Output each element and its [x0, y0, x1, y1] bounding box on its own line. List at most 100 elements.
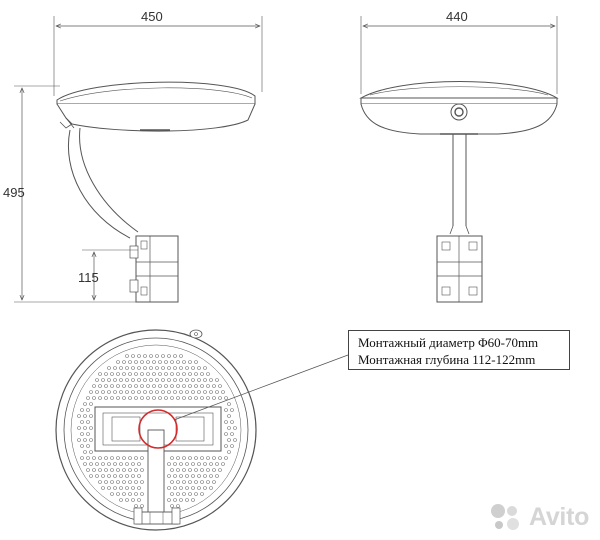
vent-dot: [167, 474, 171, 478]
vent-dot: [140, 384, 144, 388]
vent-dot: [140, 468, 144, 472]
vent-dot: [86, 468, 90, 472]
vent-dot: [140, 456, 144, 460]
vent-dot: [86, 432, 90, 436]
vent-dot: [107, 474, 111, 478]
vent-dot: [104, 372, 108, 376]
mount-highlight-circle: [138, 409, 178, 449]
vent-dot: [200, 492, 204, 496]
vent-dot: [122, 492, 126, 496]
vent-dot: [110, 456, 114, 460]
vent-dot: [134, 384, 138, 388]
vent-dot: [86, 456, 90, 460]
vent-dot: [161, 354, 165, 358]
vent-dot: [176, 504, 180, 508]
vent-dot: [131, 378, 135, 382]
vent-dot: [140, 396, 144, 400]
vent-dot: [158, 396, 162, 400]
vent-dot: [197, 486, 201, 490]
vent-dot: [143, 354, 147, 358]
vent-dot: [128, 480, 132, 484]
vent-dot: [212, 480, 216, 484]
vent-dot: [179, 390, 183, 394]
vent-dot: [98, 468, 102, 472]
vent-dot: [188, 360, 192, 364]
vent-dot: [188, 492, 192, 496]
vent-dot: [206, 372, 210, 376]
vent-dot: [95, 390, 99, 394]
vent-dot: [194, 360, 198, 364]
vent-dot: [137, 378, 141, 382]
vent-dot: [194, 468, 198, 472]
vent-dot-pattern: [77, 354, 237, 508]
vent-dot: [185, 366, 189, 370]
vent-dot: [80, 432, 84, 436]
vent-dot: [170, 456, 174, 460]
vent-dot: [128, 456, 132, 460]
vent-dot: [206, 396, 210, 400]
vent-dot: [125, 474, 129, 478]
vent-dot: [131, 366, 135, 370]
vent-dot: [83, 426, 87, 430]
vent-dot: [185, 378, 189, 382]
vent-dot: [83, 438, 87, 442]
vent-dot: [227, 414, 231, 418]
vent-dot: [134, 504, 138, 508]
vent-dot: [92, 384, 96, 388]
vent-dot: [182, 480, 186, 484]
vent-dot: [131, 462, 135, 466]
vent-dot: [152, 384, 156, 388]
vent-dot: [149, 378, 153, 382]
vent-dot: [170, 384, 174, 388]
vent-dot: [164, 360, 168, 364]
vent-dot: [137, 474, 141, 478]
vent-dot: [104, 456, 108, 460]
vent-dot: [137, 486, 141, 490]
vent-dot: [194, 396, 198, 400]
callout-leader-line: [173, 354, 349, 421]
vent-dot: [86, 396, 90, 400]
mounting-spec-callout: Монтажный диаметр Φ60-70mm Монтажная глу…: [348, 330, 570, 370]
vent-dot: [131, 390, 135, 394]
vent-dot: [170, 396, 174, 400]
vent-dot: [215, 378, 219, 382]
vent-dot: [206, 456, 210, 460]
vent-dot: [137, 354, 141, 358]
vent-dot: [194, 384, 198, 388]
vent-dot: [146, 396, 150, 400]
vent-dot: [173, 474, 177, 478]
vent-dot: [167, 378, 171, 382]
vent-dot: [155, 366, 159, 370]
vent-dot: [233, 426, 237, 430]
vent-dot: [197, 390, 201, 394]
vent-dot: [176, 480, 180, 484]
side-view: [14, 16, 263, 303]
vent-dot: [146, 384, 150, 388]
vent-dot: [125, 390, 129, 394]
vent-dot: [176, 468, 180, 472]
vent-dot: [146, 372, 150, 376]
vent-dot: [152, 372, 156, 376]
vent-dot: [197, 462, 201, 466]
vent-dot: [128, 384, 132, 388]
vent-dot: [170, 492, 174, 496]
vent-dot: [113, 366, 117, 370]
vent-dot: [86, 444, 90, 448]
vent-dot: [98, 456, 102, 460]
vent-dot: [92, 468, 96, 472]
vent-dot: [104, 396, 108, 400]
vent-dot: [98, 384, 102, 388]
vent-dot: [104, 480, 108, 484]
vent-dot: [227, 450, 231, 454]
vent-dot: [173, 498, 177, 502]
vent-dot: [83, 402, 87, 406]
vent-dot: [185, 462, 189, 466]
vent-dot: [80, 408, 84, 412]
vent-dot: [200, 384, 204, 388]
vent-dot: [218, 396, 222, 400]
vent-dot: [110, 480, 114, 484]
vent-dot: [179, 498, 183, 502]
vent-dot: [89, 414, 93, 418]
vent-dot: [77, 438, 81, 442]
vent-dot: [152, 396, 156, 400]
